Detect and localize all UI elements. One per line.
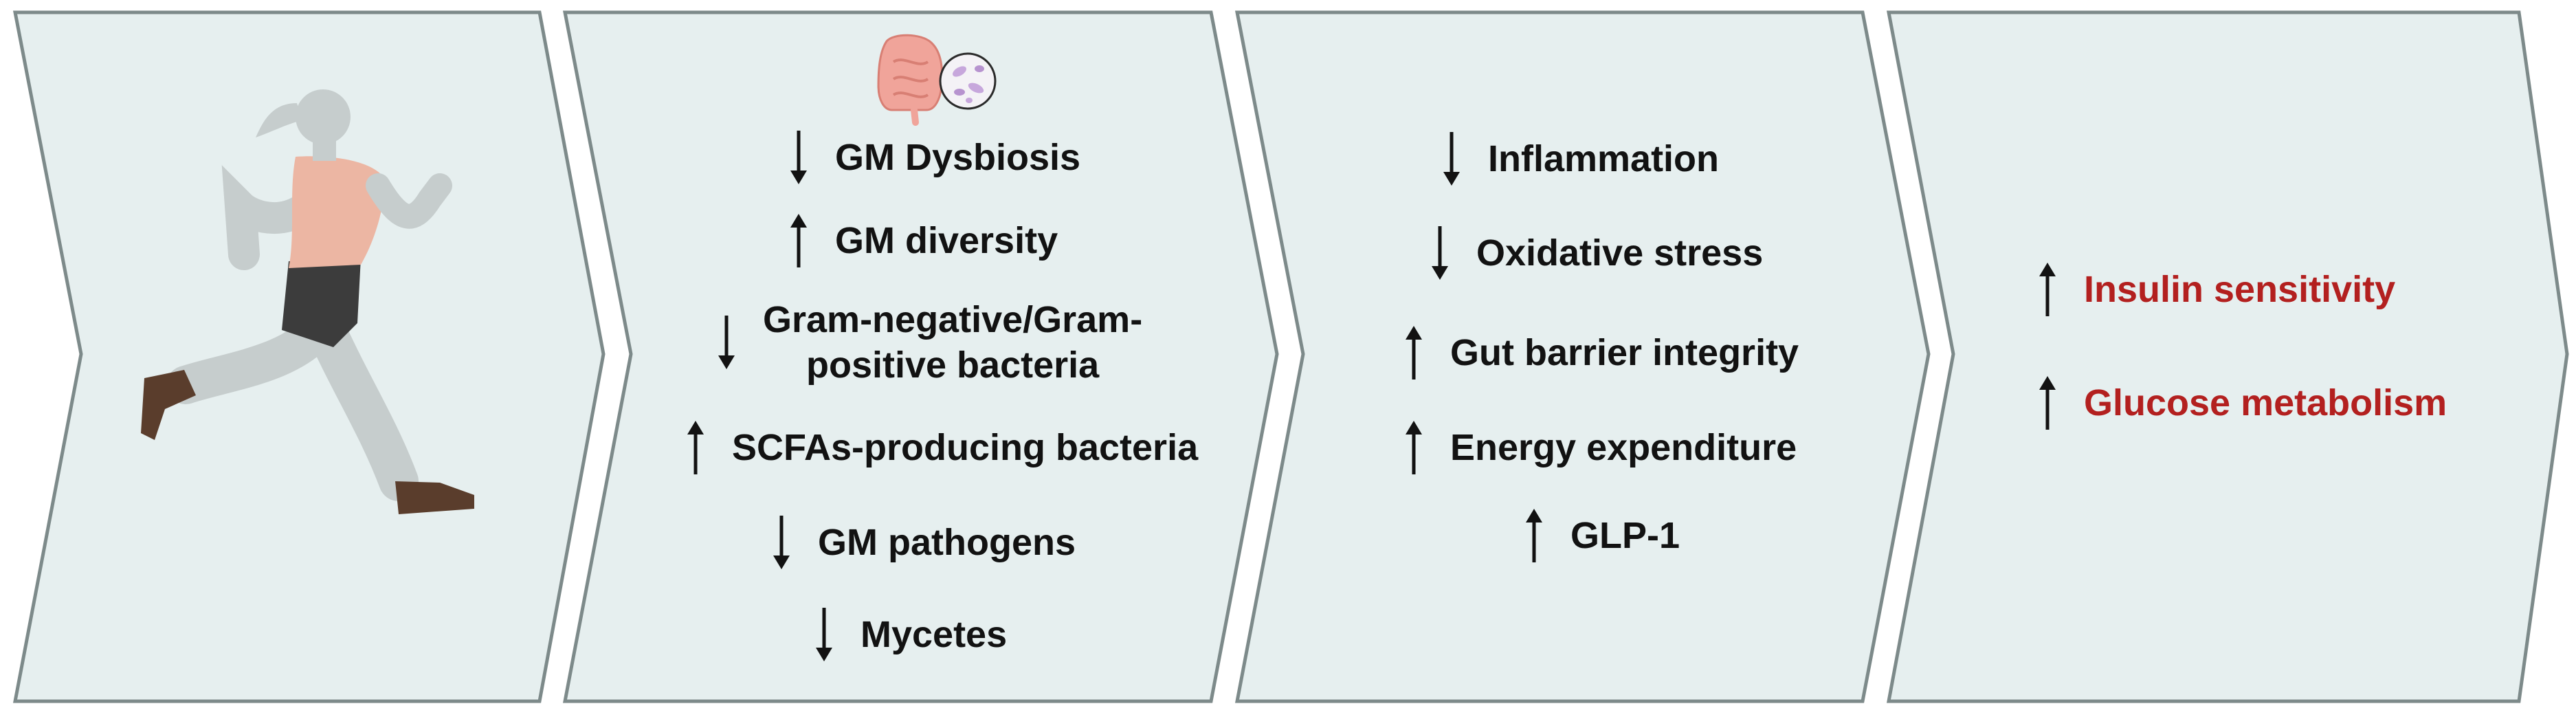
list-item: Inflammation [1440, 131, 1719, 187]
arrow-up-icon [1406, 326, 1422, 380]
list-item: Gut barrier integrity [1402, 324, 1799, 381]
item-label: Inflammation [1488, 138, 1720, 179]
list-item: Gram-negative/Gram- positive bacteria [715, 297, 1142, 388]
arrow-up-icon [2039, 263, 2056, 316]
arrow-down-icon [1432, 226, 1448, 280]
item-label: Gut barrier integrity [1450, 332, 1799, 373]
item-label: GLP-1 [1570, 515, 1680, 556]
item-label: GM diversity [835, 220, 1058, 261]
arrow-up-icon [790, 214, 807, 267]
panel-2-microbiota [562, 10, 1279, 703]
item-label: GM pathogens [818, 522, 1076, 563]
ponytail-icon [256, 103, 302, 138]
item-label: Insulin sensitivity [2084, 269, 2396, 310]
list-item: SCFAs-producing bacteria [684, 419, 1198, 476]
item-label: Gram-negative/Gram- positive bacteria [763, 297, 1142, 388]
list-item: Glucose metabolism [2036, 375, 2447, 431]
arrow-up-icon [1526, 509, 1542, 562]
shoe-front-icon [395, 481, 474, 514]
list-item: Energy expenditure [1402, 419, 1797, 476]
item-label-line-1: Gram-negative/Gram- [763, 299, 1143, 340]
tank-top-icon [289, 156, 385, 268]
arrow-up-icon [1406, 421, 1422, 474]
arrow-down-icon [1443, 132, 1460, 186]
list-item: GM diversity [787, 212, 1058, 269]
list-item: GLP-1 [1522, 507, 1680, 564]
list-item: Oxidative stress [1428, 225, 1763, 281]
runner-icon [141, 89, 474, 514]
panel-4-outcomes [1886, 10, 2569, 703]
arrow-down-icon [790, 131, 807, 184]
item-label: Oxidative stress [1476, 232, 1764, 274]
item-label-line-2: positive bacteria [806, 344, 1100, 386]
panel-3-mechanisms [1234, 10, 1931, 703]
arrow-up-icon [2039, 376, 2056, 430]
item-label: Mycetes [860, 614, 1008, 655]
head-icon [296, 89, 351, 144]
item-label: SCFAs-producing bacteria [732, 427, 1199, 468]
list-item: Mycetes [812, 606, 1007, 663]
shoe-back-icon [141, 370, 196, 440]
item-label: Energy expenditure [1450, 427, 1797, 468]
list-item: GM pathogens [770, 514, 1076, 571]
microbe-icon [939, 52, 997, 110]
list-item: GM Dysbiosis [787, 129, 1080, 186]
arrow-down-icon [816, 608, 832, 661]
item-label: Glucose metabolism [2084, 382, 2447, 424]
arrow-down-icon [718, 316, 735, 369]
intestine-icon [877, 34, 944, 126]
item-label: GM Dysbiosis [835, 137, 1081, 178]
shorts-icon [282, 258, 361, 347]
list-item: Insulin sensitivity [2036, 261, 2395, 318]
arrow-down-icon [773, 516, 790, 569]
arrow-up-icon [687, 421, 704, 474]
